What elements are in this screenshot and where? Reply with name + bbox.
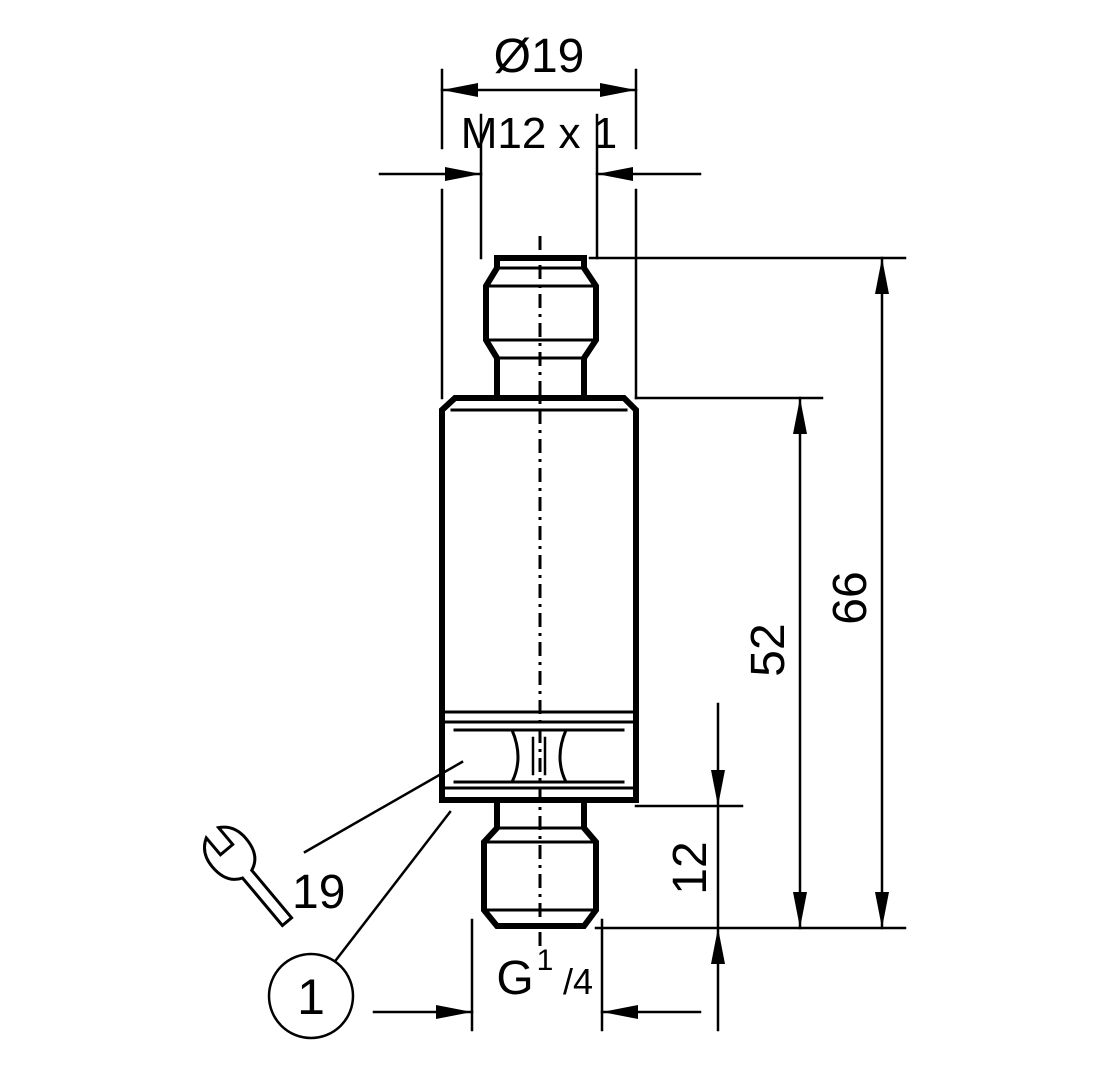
top-extension-lines <box>440 68 638 400</box>
thread-top-label: M12 x 1 <box>461 109 618 158</box>
thread-bottom-dimension: G 1 /4 <box>372 918 702 1032</box>
thread-bottom-label-num: 1 <box>537 944 554 977</box>
total-length-dimension: 66 <box>824 256 889 930</box>
callout-1-label: 1 <box>297 969 325 1025</box>
thread-length-dimension: 12 <box>664 702 725 1032</box>
wrench-size-label: 19 <box>292 866 345 919</box>
diameter-label: Ø19 <box>494 30 585 83</box>
body-length-dimension: 52 <box>742 396 807 930</box>
thread-top-dimension: M12 x 1 <box>378 109 702 181</box>
wrench-icon <box>203 825 294 928</box>
callout-1: 1 <box>267 952 355 1040</box>
leader-lines <box>303 760 464 962</box>
total-length-label: 66 <box>824 571 877 624</box>
diameter-dimension: Ø19 <box>440 30 638 97</box>
thread-length-label: 12 <box>664 841 717 894</box>
height-extension-lines <box>588 256 907 930</box>
body-length-label: 52 <box>742 623 795 676</box>
thread-bottom-label-den: /4 <box>563 961 593 1002</box>
thread-bottom-label-main: G <box>496 952 533 1005</box>
